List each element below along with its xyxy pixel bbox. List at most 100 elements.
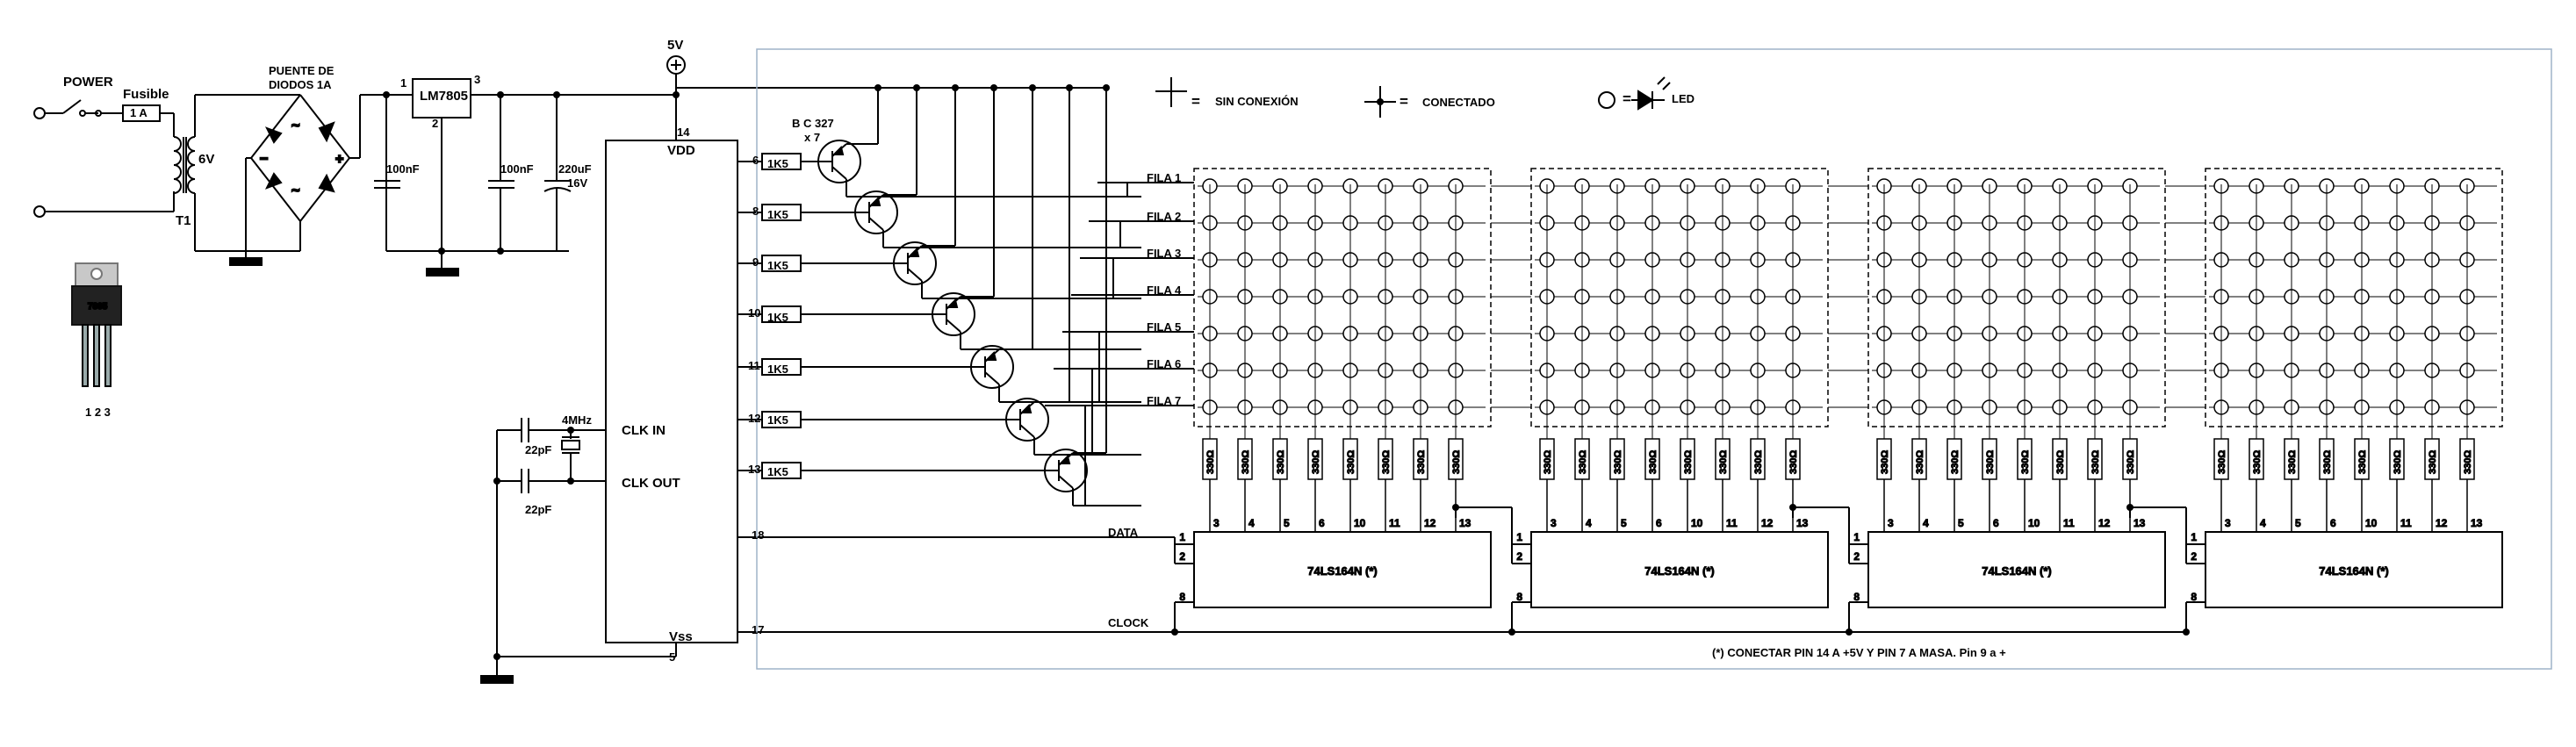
sr-input-pin: 8 — [1179, 591, 1185, 603]
junction-dot — [1377, 98, 1384, 105]
wire — [907, 268, 923, 282]
column-resistor-value: 330Ω — [2252, 450, 2263, 474]
row-resistor — [761, 462, 802, 479]
column-resistor-value: 330Ω — [2357, 450, 2368, 474]
shift-register-name: 74LS164N (*) — [2319, 564, 2388, 578]
shift-register-name: 74LS164N (*) — [1982, 564, 2051, 578]
sr-input-pin: 8 — [1516, 591, 1522, 603]
mains-terminal-2 — [33, 205, 46, 218]
sr-output-pin: 11 — [2400, 517, 2412, 529]
emitter-arrow — [831, 146, 845, 155]
legend-equals: = — [1400, 93, 1408, 110]
sr-output-pin: 6 — [2330, 517, 2336, 529]
mcu-clock-pin: 17 — [752, 623, 765, 636]
column-resistor-value: 330Ω — [1276, 450, 1286, 474]
column-resistor-value: 330Ω — [2090, 450, 2101, 474]
sr-output-pin: 4 — [1923, 517, 1929, 529]
capacitor-plate — [543, 187, 572, 192]
wire — [831, 166, 847, 180]
sr-output-pin: 3 — [1213, 517, 1220, 529]
cap-b-label: 22pF — [525, 503, 552, 516]
sr-output-pin: 4 — [2260, 517, 2266, 529]
sr-output-pin: 11 — [1389, 517, 1400, 529]
pnp-transistor-icon — [1005, 398, 1049, 442]
wire — [946, 319, 961, 333]
column-resistor-value: 330Ω — [1915, 450, 1925, 474]
cap-a-label: 22pF — [525, 443, 552, 456]
junction-dot — [952, 84, 959, 91]
junction-dot — [553, 91, 560, 98]
led-matrix — [1193, 168, 1492, 427]
sr-input-pin: 2 — [1516, 550, 1522, 563]
led-matrix — [1530, 168, 1829, 427]
pnp-transistor-icon — [893, 241, 937, 285]
row-label: FILA 5 — [1147, 320, 1182, 334]
mcu-vss-label: Vss — [669, 629, 693, 644]
shift-register-name: 74LS164N (*) — [1307, 564, 1377, 578]
column-resistor-value: 330Ω — [2055, 450, 2066, 474]
sr-output-pin: 12 — [2098, 517, 2111, 529]
column-resistor-value: 330Ω — [1648, 450, 1659, 474]
wire — [1058, 475, 1074, 489]
sr-output-pin: 13 — [2133, 517, 2146, 529]
sr-input-pin: 2 — [1179, 550, 1185, 563]
mcu-row-pin: 11 — [748, 359, 760, 372]
transformer-coil — [187, 164, 196, 180]
diode-icon — [264, 172, 283, 190]
sr-input-pin: 2 — [2191, 550, 2197, 563]
row-resistor — [761, 153, 802, 170]
sr-output-pin: 12 — [2436, 517, 2448, 529]
ground-symbol — [229, 257, 263, 266]
wire — [1662, 82, 1671, 90]
sr-output-pin: 13 — [2471, 517, 2483, 529]
column-resistor-value: 330Ω — [1718, 450, 1729, 474]
sr-output-pin: 10 — [2028, 517, 2040, 529]
mcu-clkin-label: CLK IN — [622, 423, 666, 438]
cap1-value: 100nF — [386, 162, 420, 176]
led-matrix — [2205, 168, 2503, 427]
fuse-label: Fusible — [123, 87, 169, 102]
ground-symbol — [480, 675, 514, 684]
column-resistor-value: 330Ω — [1346, 450, 1356, 474]
row-resistor — [761, 411, 802, 428]
cap2-value: 100nF — [500, 162, 534, 176]
column-resistor-value: 330Ω — [1613, 450, 1623, 474]
pnp-transistor-icon — [932, 292, 975, 336]
sr-output-pin: 12 — [1761, 517, 1774, 529]
row-resistor — [761, 255, 802, 272]
supply-terminal — [666, 55, 686, 75]
column-resistor-value: 330Ω — [1985, 450, 1996, 474]
wire — [868, 217, 884, 231]
pnp-transistor-icon — [817, 140, 861, 183]
diode-icon — [318, 121, 335, 143]
junction-dot — [1066, 84, 1073, 91]
sr-input-pin: 8 — [1853, 591, 1860, 603]
transformer-coil — [187, 136, 196, 152]
row-resistor-value: 1K5 — [767, 465, 788, 478]
ac-symbol: ~ — [291, 183, 299, 198]
legend-no-connection: SIN CONEXIÓN — [1215, 95, 1299, 108]
row-resistor-value: 1K5 — [767, 413, 788, 427]
pnp-transistor-icon — [854, 190, 898, 234]
wire — [1657, 76, 1666, 85]
mcu-vdd-pin: 14 — [677, 126, 690, 139]
mcu-clkout-label: CLK OUT — [622, 476, 680, 491]
sr-input-pin: 1 — [1853, 531, 1860, 543]
led-legend-icon — [1598, 91, 1615, 109]
microcontroller-body — [605, 140, 738, 643]
led-legend-icon — [1637, 90, 1654, 111]
row-resistor — [761, 305, 802, 323]
crystal-icon — [561, 440, 580, 450]
sr-input-pin: 2 — [1853, 550, 1860, 563]
package-pin — [104, 324, 112, 387]
legend-equals: = — [1623, 90, 1631, 107]
regulator-name: LM7805 — [420, 89, 469, 104]
row-label: FILA 6 — [1147, 357, 1182, 370]
column-resistor-value: 330Ω — [2287, 450, 2298, 474]
sr-output-pin: 10 — [2365, 517, 2378, 529]
column-resistor-value: 330Ω — [2463, 450, 2473, 474]
legend-led: LED — [1672, 92, 1695, 105]
sr-input-pin: 1 — [1516, 531, 1522, 543]
sr-output-pin: 13 — [1459, 517, 1471, 529]
column-resistor-value: 330Ω — [1788, 450, 1799, 474]
